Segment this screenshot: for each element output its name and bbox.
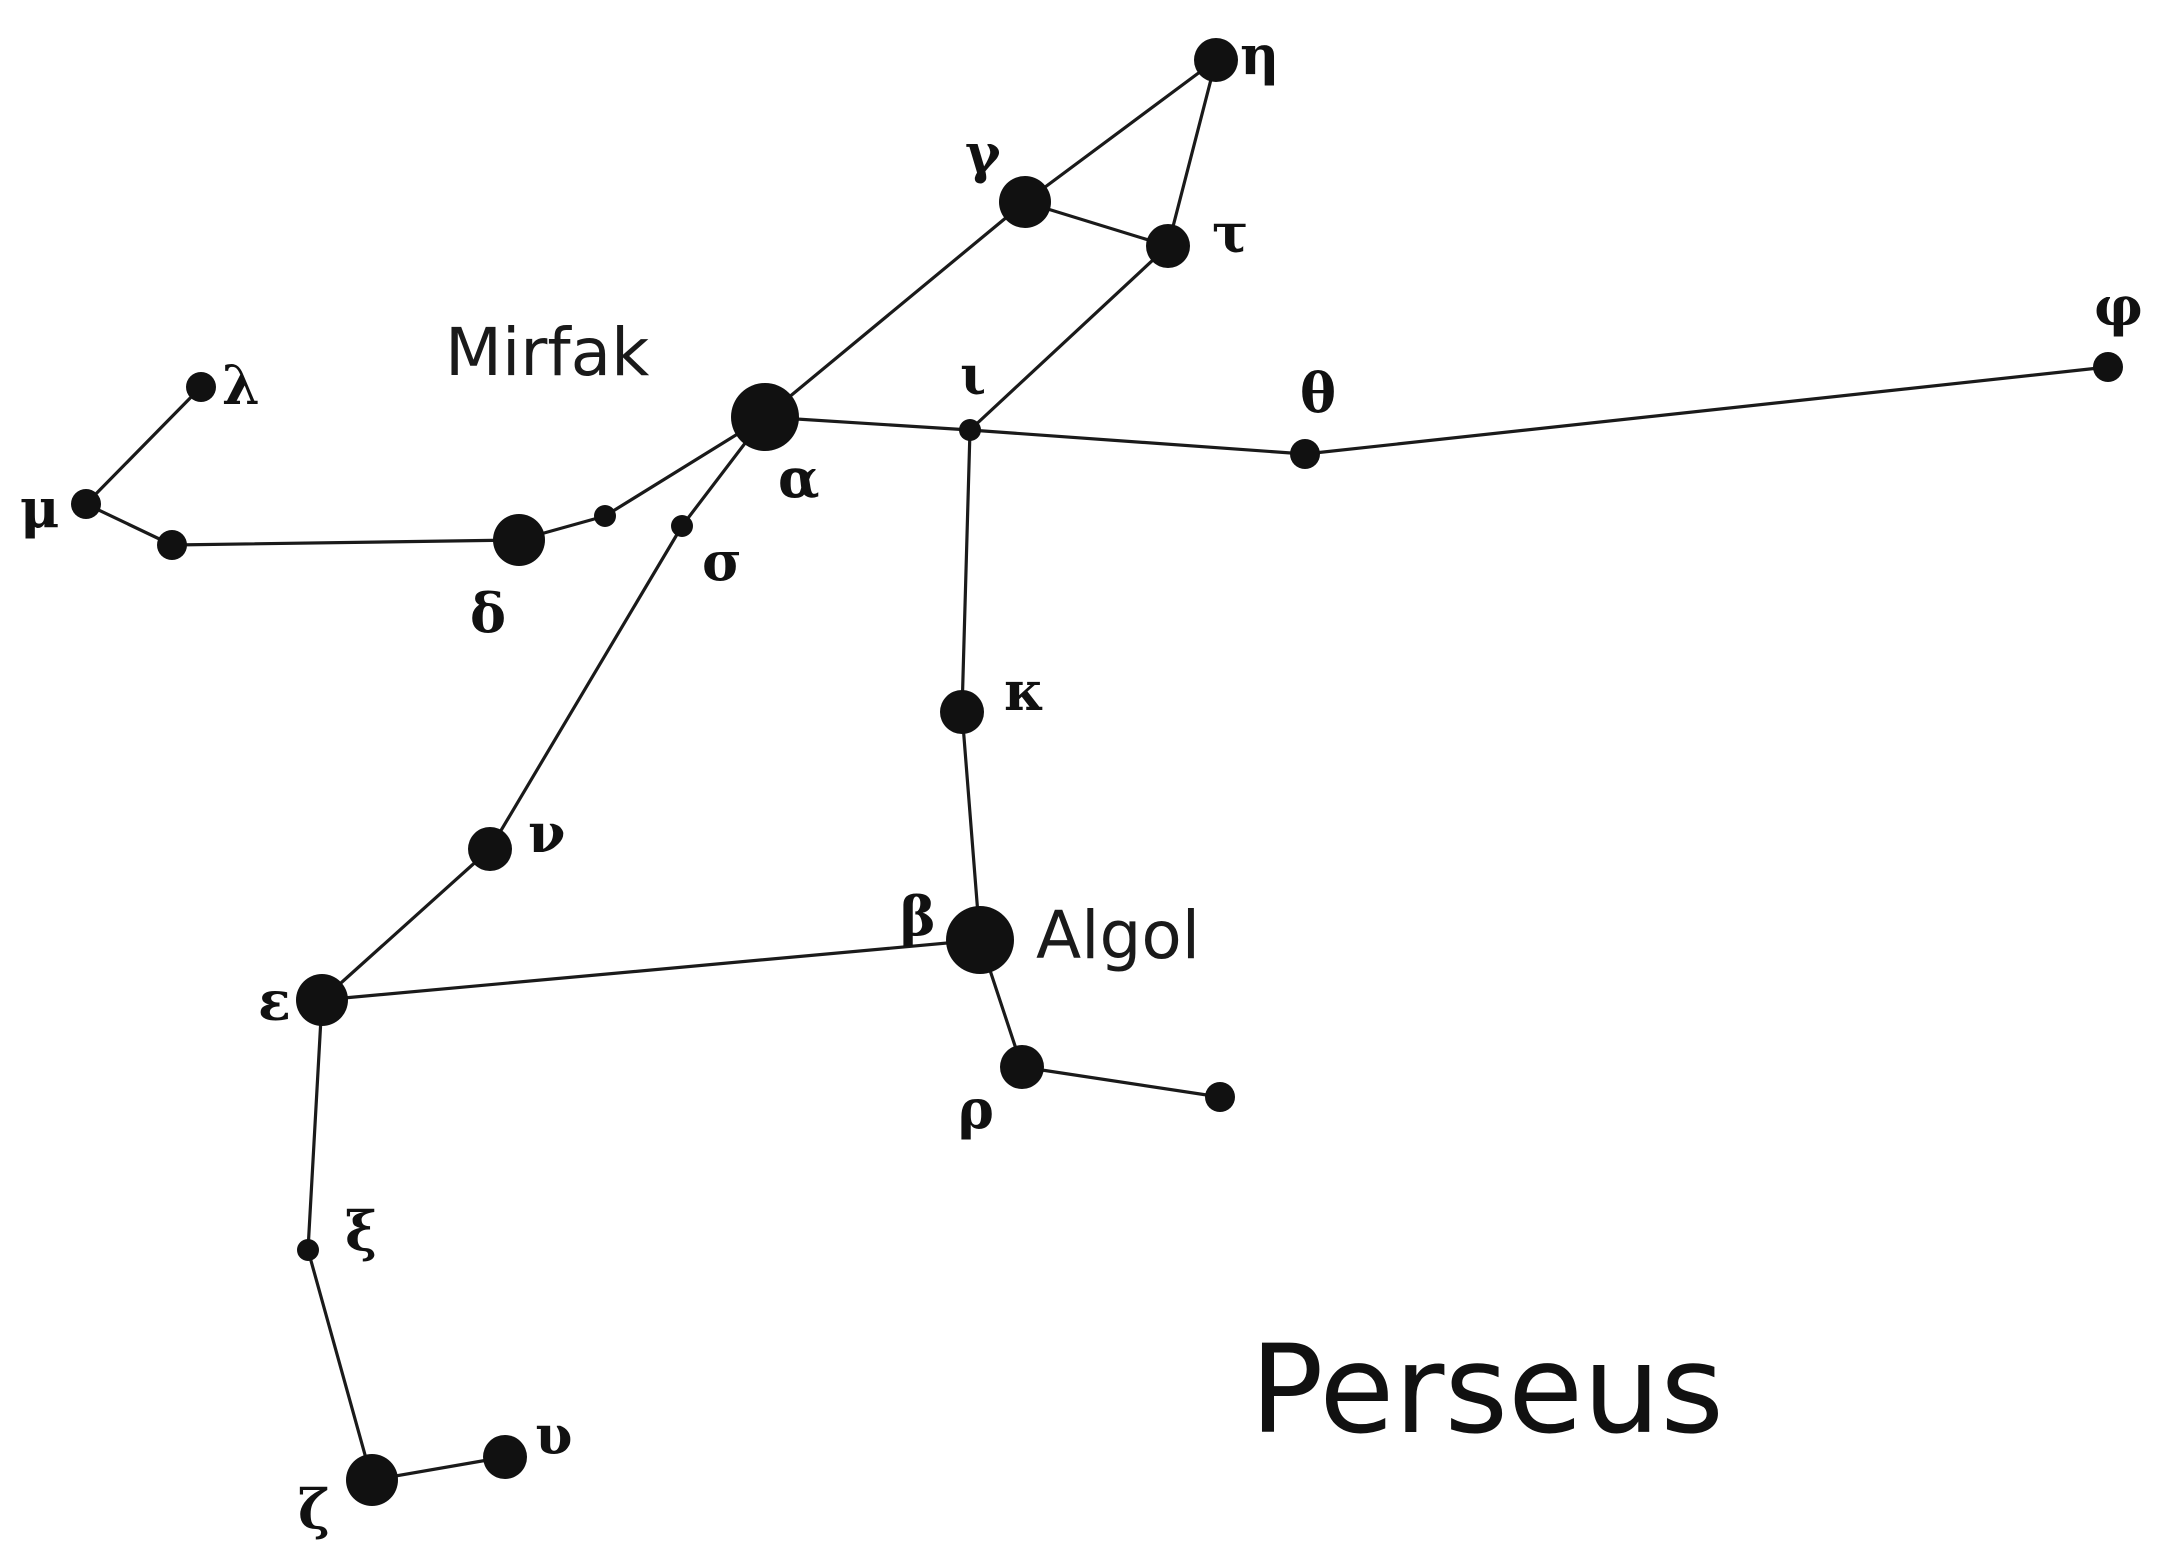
connection-iota-theta <box>968 428 1307 456</box>
star-label-rho: ρ <box>958 1077 994 1141</box>
connection-epsilon-beta <box>320 938 982 1002</box>
connection-nu-epsilon <box>320 847 492 1002</box>
star-sigma <box>671 515 693 537</box>
star-theta <box>1290 439 1320 469</box>
star-label-beta: β <box>900 884 936 948</box>
connection-eta-tau <box>1166 58 1218 248</box>
star-label-delta: δ <box>470 581 506 645</box>
star-nu <box>468 827 512 871</box>
connection-alpha-iota <box>763 415 972 432</box>
star-rho <box>1000 1045 1044 1089</box>
connection-lines <box>84 58 2110 1482</box>
star-label-zeta: ζ <box>298 1477 330 1541</box>
connection-tau-iota <box>968 244 1170 432</box>
star-unlab3 <box>1205 1082 1235 1112</box>
connection-iota-kappa <box>960 428 972 714</box>
connection-mu-unlab1 <box>84 502 174 547</box>
connection-xi-zeta <box>306 1248 374 1482</box>
constellation-title: Perseus <box>1250 1319 1724 1461</box>
star-label-lambda: λ <box>222 353 260 417</box>
connection-lambda-mu <box>84 385 203 506</box>
star-upsilon <box>483 1435 527 1479</box>
star-label-theta: θ <box>1300 361 1336 425</box>
star-lambda <box>186 372 216 402</box>
star-label-mu: μ <box>20 476 60 540</box>
connection-epsilon-xi <box>306 998 324 1252</box>
star-label-eta: η <box>1240 23 1279 87</box>
star-label-upsilon: υ <box>535 1403 572 1467</box>
star-unlab1 <box>157 530 187 560</box>
star-eta <box>1194 38 1238 82</box>
star-labels: η γ τ φ λ μ δ σα ι θ κ ν β ε ρ ξ ζ υ <box>20 23 2143 1541</box>
connection-theta-phi <box>1303 365 2110 456</box>
star-label-phi: φ <box>2094 274 2143 338</box>
star-label-tau: τ <box>1212 201 1248 265</box>
star-label-xi: ξ <box>345 1199 377 1263</box>
star-iota <box>959 419 981 441</box>
star-label-kappa: κ <box>1004 659 1044 723</box>
star-epsilon <box>296 974 348 1026</box>
star-zeta <box>346 1454 398 1506</box>
star-delta <box>493 514 545 566</box>
star-tau <box>1146 224 1190 268</box>
connection-rho-unlab3 <box>1020 1065 1222 1099</box>
star-label-sigma: σ <box>702 529 742 593</box>
star-alpha <box>731 383 799 451</box>
star-gamma <box>999 176 1051 228</box>
star-phi <box>2093 352 2123 382</box>
star-xi <box>297 1239 319 1261</box>
connection-kappa-beta <box>960 710 982 942</box>
star-mu <box>71 489 101 519</box>
star-name-algol: Algol <box>1036 897 1200 974</box>
star-unlab2 <box>594 505 616 527</box>
connection-unlab1-delta <box>170 538 521 547</box>
star-label-gamma: γ <box>965 121 1001 185</box>
star-label-alpha: α <box>778 446 820 510</box>
star-label-nu: ν <box>528 801 565 865</box>
connection-sigma-nu <box>488 524 684 851</box>
star-kappa <box>940 690 984 734</box>
connection-gamma-eta <box>1023 58 1218 204</box>
star-beta <box>946 906 1014 974</box>
star-label-epsilon: ε <box>258 969 291 1033</box>
connection-gamma-alpha <box>763 200 1027 419</box>
star-name-mirfak: Mirfak <box>445 314 650 391</box>
star-label-iota: ι <box>960 343 986 407</box>
stars <box>71 38 2123 1506</box>
